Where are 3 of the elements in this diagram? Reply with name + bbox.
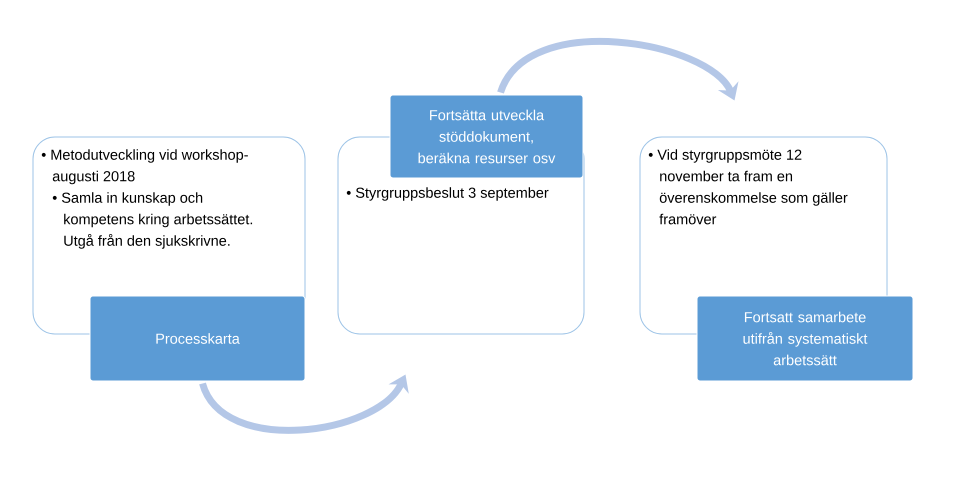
label-box: Fortsätta utveckla stöddokument, beräkna resurser osv [390,94,584,178]
label-box: Processkarta [90,296,306,382]
label-box: Fortsatt samarbete utifrån systematiskt arbetssätt [696,296,914,382]
